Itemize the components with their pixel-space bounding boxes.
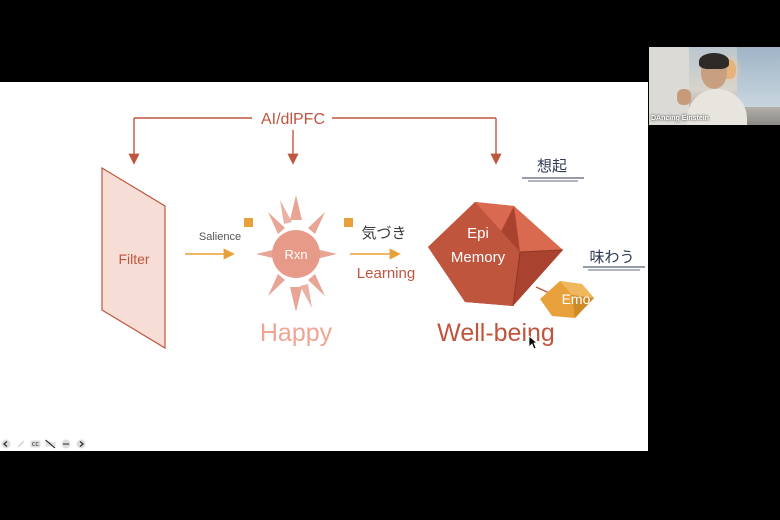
learning-label: Learning <box>357 265 415 282</box>
more-icon[interactable] <box>60 439 71 450</box>
memory-label: Memory <box>451 249 506 266</box>
presentation-slide: AI/dlPFC Filter Salience Rxn Happy 気づき L <box>0 82 648 451</box>
rxn-sun <box>256 195 337 312</box>
participant-name-label: DAncing Einstein <box>651 115 709 122</box>
epi-memory-cube <box>428 202 564 307</box>
salience-marker <box>244 218 253 227</box>
kizuki-label: 気づき <box>361 224 406 242</box>
participant-video-tile[interactable]: DAncing Einstein <box>649 47 780 125</box>
ai-dlpfc-label: AI/dlPFC <box>261 111 325 128</box>
next-icon[interactable] <box>75 439 86 450</box>
participant-hair <box>699 53 729 69</box>
filter-label: Filter <box>118 251 149 267</box>
emo-label: Emo <box>562 291 591 307</box>
mouse-cursor-icon <box>528 335 538 350</box>
video-off-icon[interactable] <box>45 439 56 450</box>
rxn-label: Rxn <box>284 247 307 262</box>
svg-text:CC: CC <box>32 442 39 448</box>
background-window <box>737 47 780 107</box>
happy-label: Happy <box>260 319 333 347</box>
top-connector <box>128 117 502 165</box>
souki-annotation: 想起 <box>537 157 567 175</box>
captions-icon[interactable]: CC <box>30 439 41 450</box>
pen-icon[interactable] <box>15 439 26 450</box>
ajiwau-annotation: 味わう <box>589 248 634 266</box>
background-wall <box>649 47 689 125</box>
slide-diagram: AI/dlPFC Filter Salience Rxn Happy 気づき L <box>101 111 645 350</box>
participant-hand <box>677 89 691 105</box>
epi-label: Epi <box>467 225 489 242</box>
learning-marker <box>344 218 353 227</box>
previous-icon[interactable] <box>0 439 11 450</box>
salience-label: Salience <box>199 231 241 243</box>
filter-shape <box>101 166 166 350</box>
presenter-toolbar: CC <box>0 438 86 450</box>
emo-gem <box>540 281 594 318</box>
